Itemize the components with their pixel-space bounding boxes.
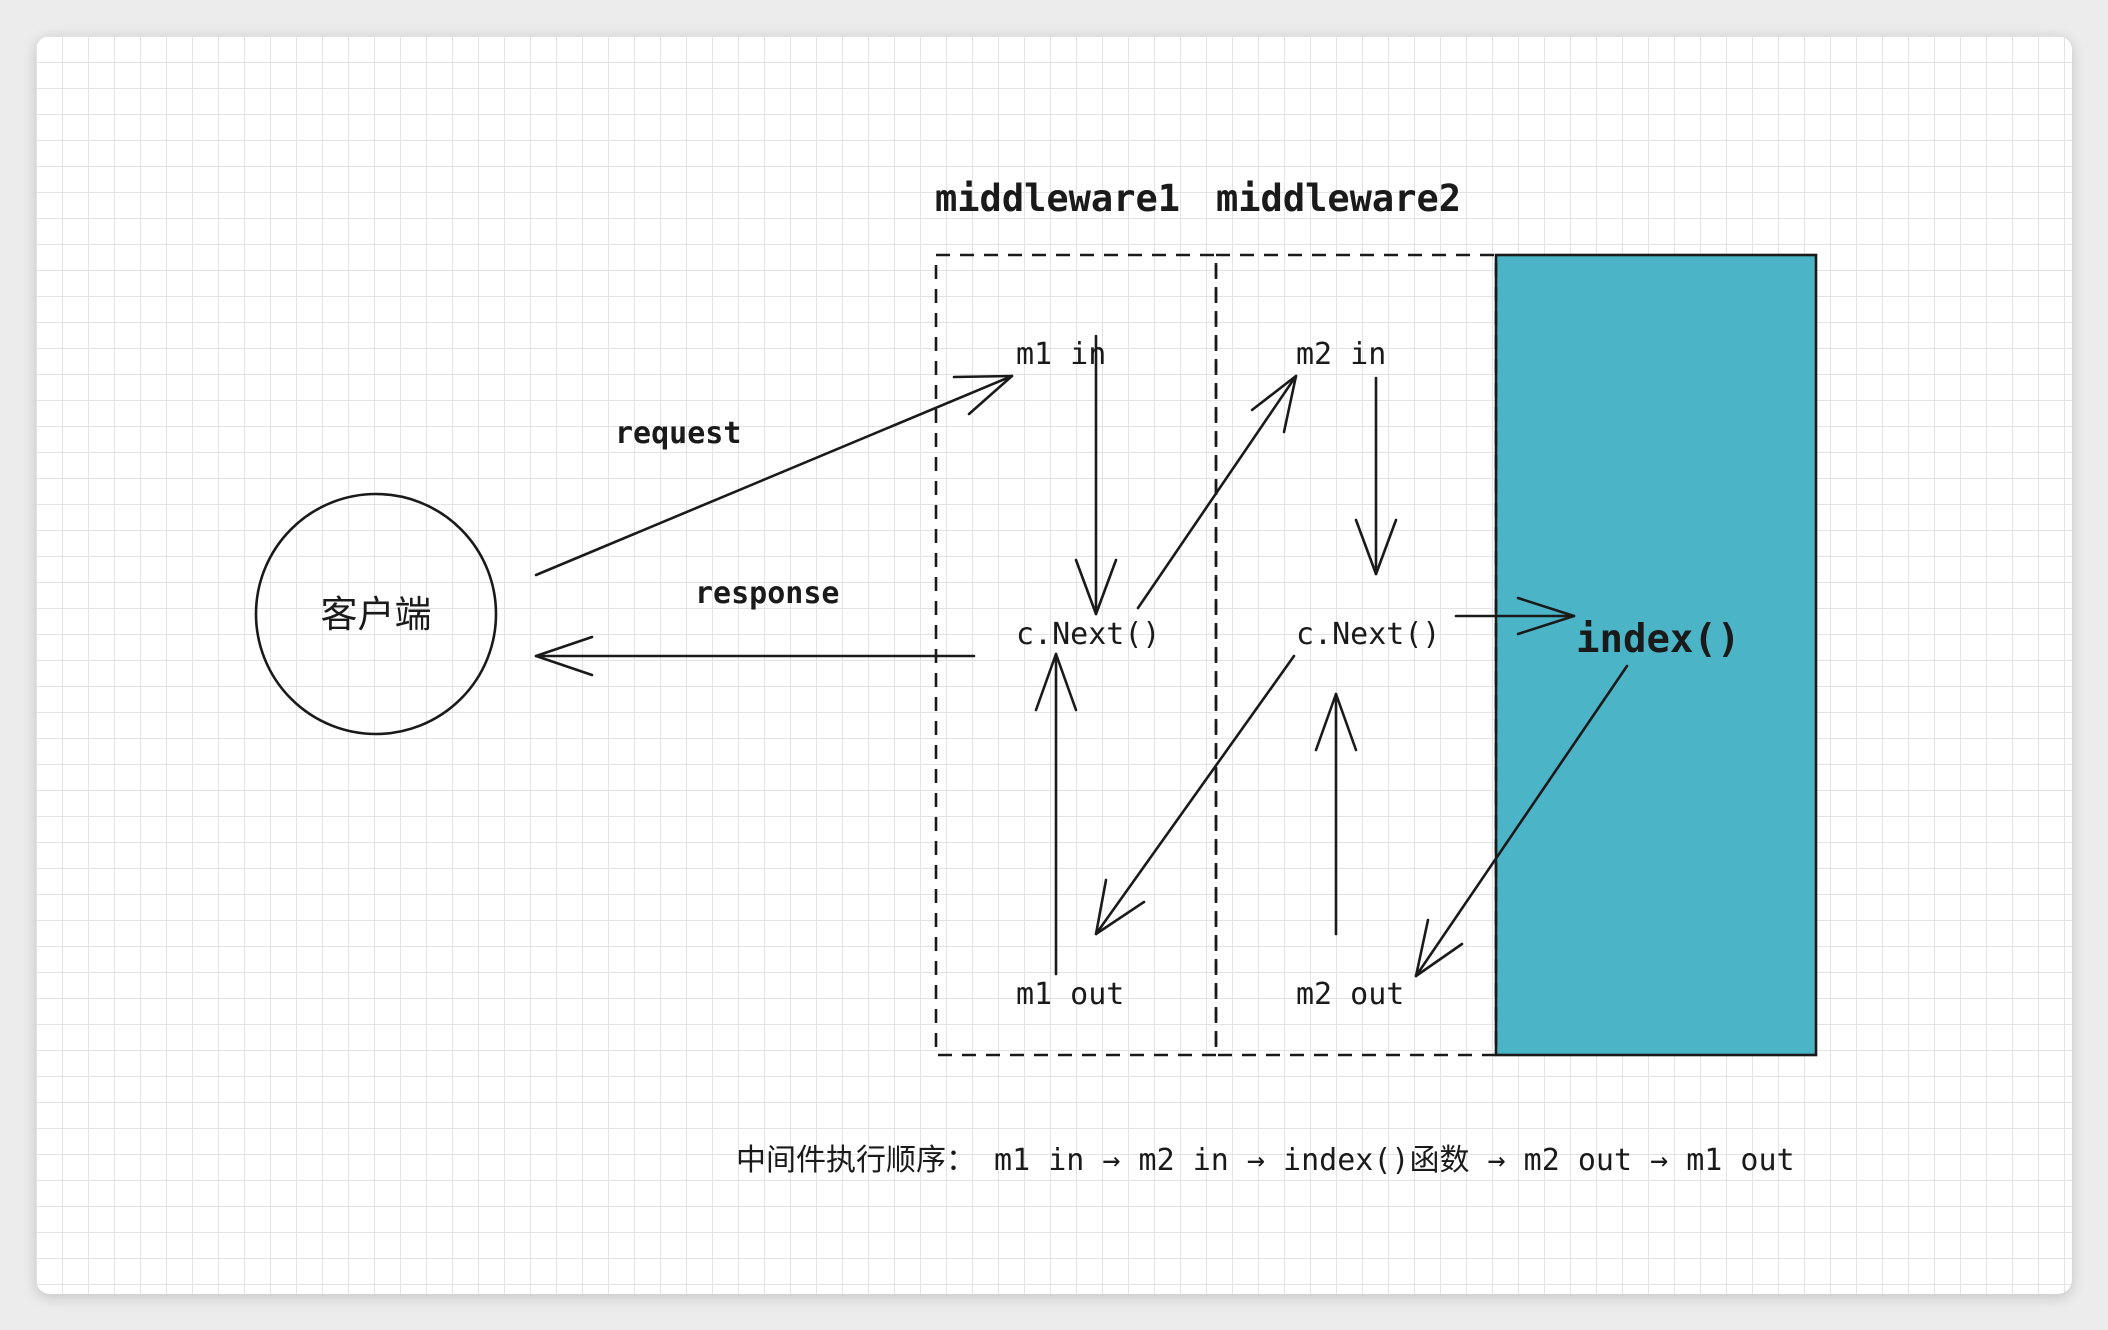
index-to-m2-out-arrow bbox=[1414, 664, 1629, 978]
middleware1-box[interactable] bbox=[934, 253, 1218, 1057]
m2-out-to-next-arrow bbox=[1314, 692, 1358, 936]
middleware2-title: middleware2 bbox=[1216, 177, 1461, 220]
request-arrow bbox=[534, 374, 1014, 577]
handler-label: index() bbox=[1576, 617, 1740, 662]
m1-in-label: m1 in bbox=[1016, 337, 1106, 372]
m1-out-label: m1 out bbox=[1016, 977, 1124, 1012]
m2-in-to-next-arrow bbox=[1354, 376, 1398, 576]
m2-next-to-m1-out-arrow bbox=[1094, 654, 1296, 936]
client-label: 客户端 bbox=[321, 593, 432, 636]
m2-in-label: m2 in bbox=[1296, 337, 1386, 372]
response-label: response bbox=[695, 576, 840, 611]
m2-next-to-index-arrow bbox=[1454, 596, 1576, 636]
response-arrow bbox=[534, 635, 976, 677]
execution-order-caption: 中间件执行顺序： m1 in → m2 in → index()函数 → m2 … bbox=[736, 1143, 1795, 1178]
request-label: request bbox=[615, 416, 741, 451]
m1-in-to-next-arrow bbox=[1074, 334, 1118, 616]
m1-out-to-next-arrow bbox=[1034, 652, 1078, 976]
m1-next-label: c.Next() bbox=[1016, 617, 1161, 652]
client-node[interactable] bbox=[254, 492, 498, 736]
middleware1-title: middleware1 bbox=[935, 177, 1180, 220]
m2-next-label: c.Next() bbox=[1296, 617, 1441, 652]
handler-box[interactable] bbox=[1494, 253, 1818, 1057]
m2-out-label: m2 out bbox=[1296, 977, 1404, 1012]
m1-next-to-m2-in-arrow bbox=[1136, 374, 1298, 610]
middleware2-box[interactable] bbox=[1214, 253, 1498, 1057]
